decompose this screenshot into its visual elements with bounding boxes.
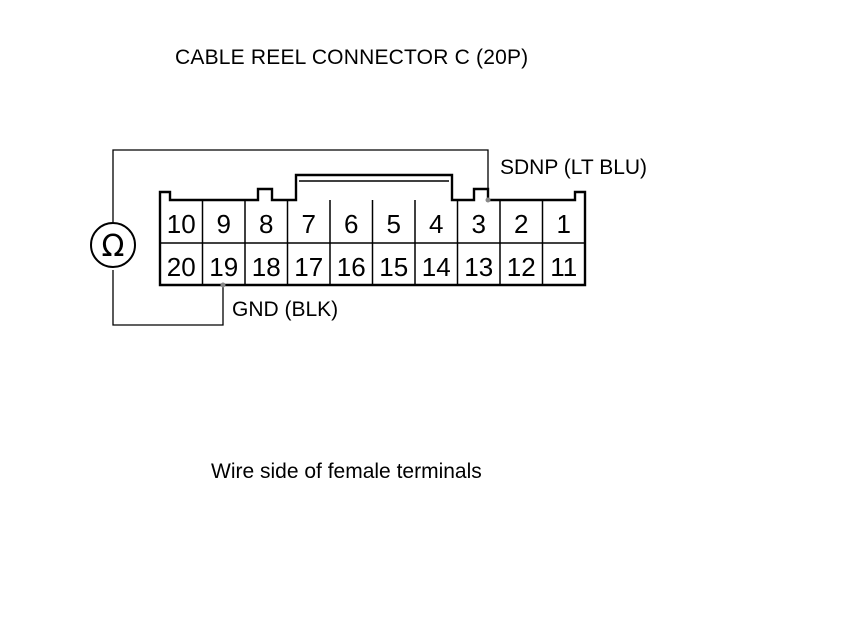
pin-label: 5 (387, 209, 401, 239)
pin-label: 2 (514, 209, 528, 239)
pin-label: 15 (379, 252, 408, 282)
view-caption: Wire side of female terminals (211, 460, 482, 483)
probe-label-sdnp: SDNP (LT BLU) (500, 156, 648, 179)
pin-label: 9 (217, 209, 231, 239)
pin-label: 14 (422, 252, 451, 282)
diagram-title: CABLE REEL CONNECTOR C (20P) (175, 46, 529, 69)
probe-label-gnd: GND (BLK) (232, 298, 339, 321)
pin-label: 7 (302, 209, 316, 239)
pin-label: 11 (550, 252, 577, 282)
probe-tips (220, 197, 491, 288)
probe-wire-sdnp (112, 149, 489, 222)
probe-tip-sdnp (485, 197, 491, 203)
pin-label: 17 (294, 252, 323, 282)
pin-label: 10 (167, 209, 196, 239)
ohmmeter-icon: Ω (90, 222, 136, 268)
pin-label: 12 (507, 252, 536, 282)
pin-label: 1 (557, 209, 571, 239)
pin-label: 6 (344, 209, 358, 239)
pin-label: 8 (259, 209, 273, 239)
pin-label: 19 (209, 252, 238, 282)
pin-label: 13 (464, 252, 493, 282)
pin-label: 16 (337, 252, 366, 282)
probe-tip-gnd (220, 282, 226, 288)
probe-wiring (112, 149, 489, 326)
svg-text:Ω: Ω (102, 229, 125, 264)
probe-wire-gnd (112, 270, 224, 326)
pin-label: 3 (472, 209, 486, 239)
pin-row-bottom: 20 19 18 17 16 15 14 13 12 11 (167, 252, 577, 282)
pin-row-top: 10 9 8 7 6 5 4 3 2 1 (167, 209, 571, 239)
pin-grid (160, 200, 585, 285)
pin-label: 20 (167, 252, 196, 282)
pin-label: 18 (252, 252, 281, 282)
pin-label: 4 (429, 209, 443, 239)
